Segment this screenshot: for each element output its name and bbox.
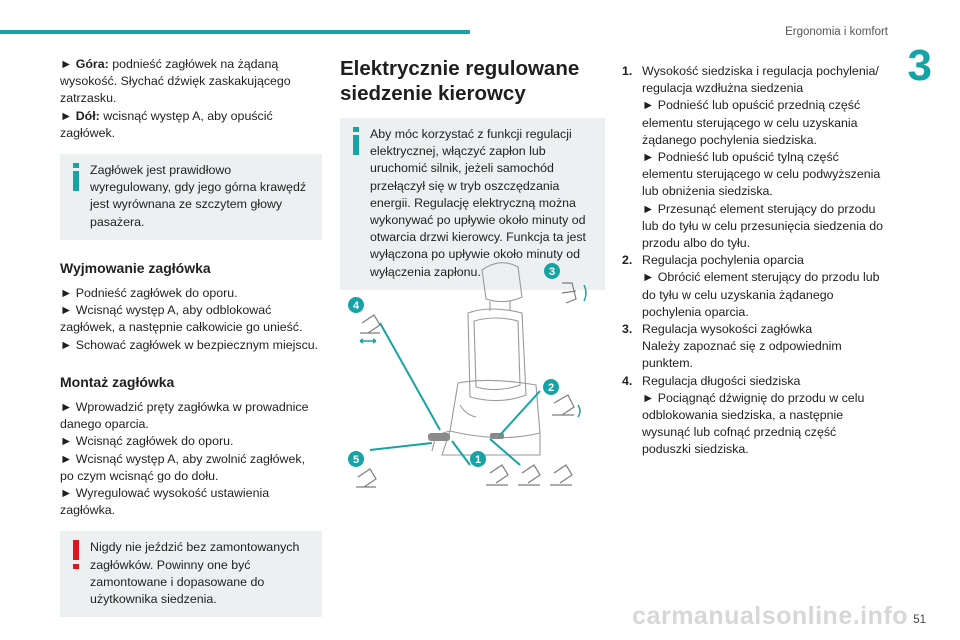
info-box-headrest: Zagłówek jest prawidłowo wyregulowany, g… xyxy=(60,154,322,240)
list-item: ► Wyregulować wysokość ustawienia zagłów… xyxy=(60,486,270,518)
seat-controls-illustration: 3 4 2 5 1 xyxy=(340,255,605,495)
info-text: Aby móc korzystać z funkcji regulacji el… xyxy=(370,127,586,279)
warning-box: Nigdy nie jeździć bez zamontowanych zagł… xyxy=(60,531,322,618)
header-accent-bar xyxy=(0,30,470,34)
chapter-number: 3 xyxy=(907,41,932,90)
list-item-4: 4. Regulacja długości siedziska ► Pociąg… xyxy=(622,373,887,459)
list-item-1: 1. Wysokość siedziska i regulacja pochyl… xyxy=(622,63,887,252)
label-down: Dół: xyxy=(75,108,100,123)
paragraph-down: ► Dół: wcisnąć występ A, aby opuścić zag… xyxy=(60,108,322,142)
badge-2: 2 xyxy=(548,382,554,394)
list-item-3: 3. Regulacja wysokości zagłówka Należy z… xyxy=(622,321,887,373)
bullet-arrow: ► xyxy=(60,108,73,123)
seat-illustration: 3 4 2 5 1 xyxy=(348,262,587,488)
item-line: ► Przesunąć element sterujący do przodu … xyxy=(642,201,884,251)
list-item: ► Podnieść zagłówek do oporu. xyxy=(60,286,238,301)
paragraph-up: ► Góra: podnieść zagłówek na żądaną wyso… xyxy=(60,56,322,108)
info-icon xyxy=(350,127,364,157)
item-line: ► Podnieść lub opuścić przednią część el… xyxy=(642,98,861,147)
column-right: 1. Wysokość siedziska i regulacja pochyl… xyxy=(622,63,887,459)
item-line: ► Pociągnąć dźwignię do przodu w celu od… xyxy=(642,390,865,457)
badge-4: 4 xyxy=(353,300,360,312)
heading-removal: Wyjmowanie zagłówka xyxy=(60,259,211,276)
item-number: 3. xyxy=(622,322,633,337)
item-line: ► Obrócić element sterujący do przodu lu… xyxy=(642,270,880,319)
watermark: carmanualsonline.info xyxy=(632,602,908,630)
section-title: Ergonomia i komfort xyxy=(785,26,888,38)
list-item-2: 2. Regulacja pochylenia oparcia ► Obróci… xyxy=(622,252,887,321)
column-left: ► Góra: podnieść zagłówek na żądaną wyso… xyxy=(60,56,322,618)
item-number: 2. xyxy=(622,253,633,268)
column-middle: Elektrycznie regulowane siedzenie kierow… xyxy=(340,56,605,290)
list-item: ► Wcisnąć występ A, aby odblokować zagłó… xyxy=(60,303,303,335)
list-item: ► Wprowadzić pręty zagłówka w prowadnice… xyxy=(60,400,309,432)
section-heading: Elektrycznie regulowane siedzenie kierow… xyxy=(340,57,580,105)
warning-icon xyxy=(70,540,84,570)
warning-text: Nigdy nie jeździć bez zamontowanych zagł… xyxy=(90,540,300,607)
info-box-electric: Aby móc korzystać z funkcji regulacji el… xyxy=(340,118,605,290)
list-item: ► Wcisnąć występ A, aby zwolnić zagłówek… xyxy=(60,451,306,483)
item-number: 4. xyxy=(622,373,633,388)
info-text: Zagłówek jest prawidłowo wyregulowany, g… xyxy=(90,163,307,229)
list-item: ► Schować zagłówek w bezpiecznym miejscu… xyxy=(60,337,319,352)
info-icon xyxy=(70,163,84,193)
item-title: Regulacja pochylenia oparcia xyxy=(642,253,804,268)
badge-5: 5 xyxy=(353,454,359,466)
item-title: Regulacja długości siedziska xyxy=(642,373,801,388)
item-title: Regulacja wysokości zagłówka xyxy=(642,322,813,337)
item-title: Wysokość siedziska i regulacja pochyleni… xyxy=(642,64,879,96)
text-up: podnieść zagłówek na żądaną wysokość. Sł… xyxy=(60,57,291,106)
bullet-arrow: ► xyxy=(60,57,73,71)
item-number: 1. xyxy=(622,64,633,78)
heading-mount: Montaż zagłówka xyxy=(60,373,175,390)
item-line: Należy zapoznać się z odpowiednim punkte… xyxy=(642,339,842,371)
list-item: ► Wcisnąć zagłówek do oporu. xyxy=(60,434,234,449)
text-down: wcisnąć występ A, aby opuścić zagłówek. xyxy=(60,108,273,140)
label-up: Góra: xyxy=(75,57,109,71)
item-line: ► Podnieść lub opuścić tylną część eleme… xyxy=(642,150,881,199)
badge-3: 3 xyxy=(549,266,555,278)
page-number: 51 xyxy=(913,614,926,626)
badge-1: 1 xyxy=(475,454,481,466)
